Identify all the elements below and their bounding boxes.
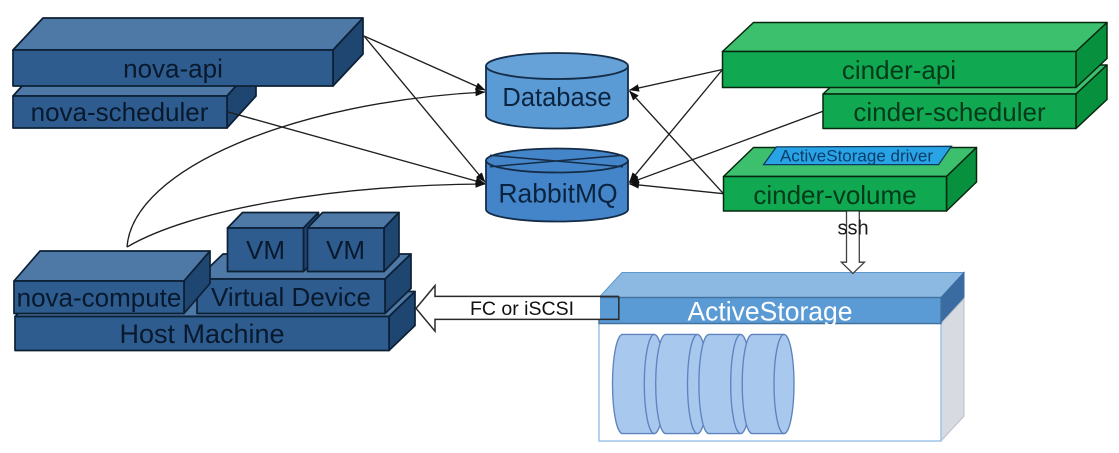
svg-text:VM: VM [246, 235, 285, 265]
svg-text:ssh: ssh [837, 218, 868, 240]
svg-text:cinder-volume: cinder-volume [753, 180, 916, 210]
svg-text:Host Machine: Host Machine [119, 319, 284, 349]
svg-text:nova-compute: nova-compute [17, 283, 182, 313]
svg-text:FC or iSCSI: FC or iSCSI [470, 298, 574, 320]
svg-text:nova-scheduler: nova-scheduler [31, 97, 209, 127]
svg-text:RabbitMQ: RabbitMQ [498, 179, 617, 209]
svg-text:cinder-api: cinder-api [842, 55, 956, 85]
svg-text:ActiveStorage: ActiveStorage [688, 297, 853, 327]
svg-text:nova-api: nova-api [123, 54, 223, 84]
svg-text:Database: Database [502, 84, 611, 112]
svg-text:cinder-scheduler: cinder-scheduler [853, 97, 1046, 127]
svg-text:Virtual Device: Virtual Device [211, 282, 371, 312]
svg-text:ActiveStorage driver: ActiveStorage driver [780, 147, 933, 166]
svg-text:VM: VM [326, 235, 365, 265]
